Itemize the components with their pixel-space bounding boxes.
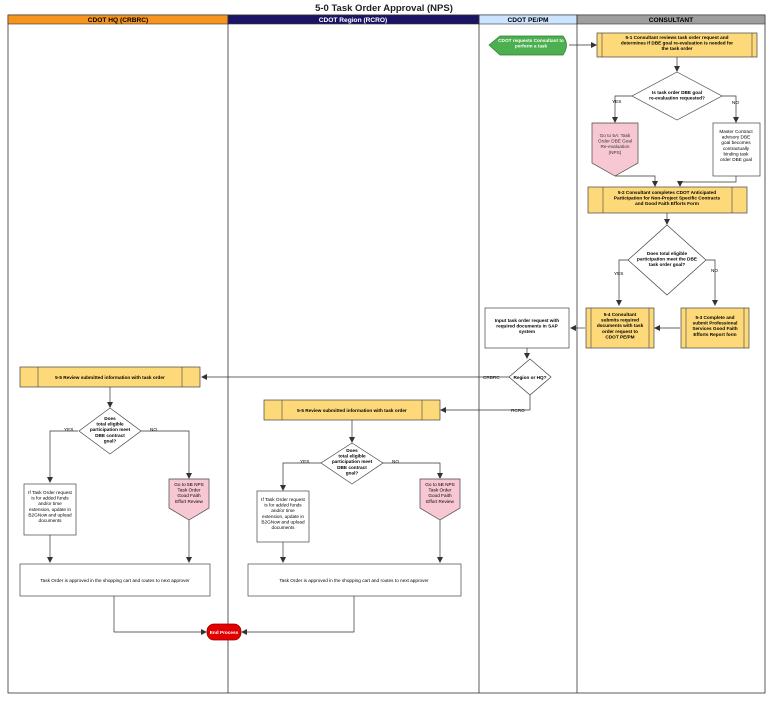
process-5-2[interactable]	[587, 186, 748, 214]
edge-label-d2-yes: YES	[614, 271, 623, 276]
region-review-process[interactable]	[263, 399, 441, 421]
decision-total-eligible[interactable]	[627, 224, 707, 296]
swimlanes: CDOT HQ (CRBRC) CDOT Region (RCRO) CDOT …	[7, 14, 766, 694]
edge-label-rcro: RCRO	[511, 408, 525, 413]
region-goto-5b-link[interactable]	[419, 478, 461, 521]
region-review-text: 5-5 Review submitted information with ta…	[297, 408, 407, 413]
edge-label-rg-yes: YES	[300, 459, 309, 464]
hq-decision[interactable]	[78, 407, 142, 455]
decision-region-or-hq[interactable]	[508, 358, 552, 396]
edge-label-rg-no: NO	[392, 459, 399, 464]
hq-goto-5b-link[interactable]	[168, 478, 210, 521]
process-5-3[interactable]	[680, 307, 750, 349]
process-5-4[interactable]	[585, 307, 655, 349]
goto-5a-link[interactable]	[591, 122, 639, 177]
process-5-1-text: 5-1 Consultant reviews task order reques…	[621, 35, 733, 51]
hq-review-process[interactable]	[19, 366, 201, 388]
end-node[interactable]	[206, 623, 242, 641]
connectors	[47, 42, 739, 635]
process-5-2-text: 5-2 Consultant completes CDOT Anticipate…	[614, 190, 721, 206]
region-approved-box	[247, 563, 462, 597]
lane-hq-label: CDOT HQ (CRBRC)	[88, 17, 148, 24]
start-node[interactable]	[488, 35, 567, 56]
hq-approved-text: Task Order is approved in the shopping c…	[40, 578, 190, 583]
lane-pepm-label: CDOT PE/PM	[507, 17, 549, 24]
edge-label-hq-no: NO	[150, 427, 157, 432]
decision-dbe-reeval[interactable]	[631, 71, 723, 121]
edge-label-d2-no: NO	[711, 268, 718, 273]
edge-label-hq-yes: YES	[64, 427, 73, 432]
master-contract-box	[712, 122, 761, 177]
lane-consultant-label: CONSULTANT	[649, 17, 693, 24]
edge-label-d1-yes: YES	[612, 99, 621, 104]
decision-region-or-hq-text: Region or HQ?	[513, 375, 546, 380]
process-5-1[interactable]	[596, 32, 758, 58]
edge-label-crbrc: CRBRC	[483, 375, 500, 380]
lane-region-label: CDOT Region (RCRO)	[319, 17, 388, 24]
page-title: 5-0 Task Order Approval (NPS)	[315, 3, 453, 14]
region-approved-text: Task Order is approved in the shopping c…	[279, 578, 429, 583]
input-sap-box[interactable]	[484, 307, 570, 349]
end-text: End Process	[210, 630, 239, 635]
hq-if-box	[23, 483, 77, 536]
edge-labels: YES NO YES NO CRBRC RCRO YES NO YES NO	[64, 99, 739, 464]
region-decision[interactable]	[320, 442, 384, 485]
edge-label-d1-no: NO	[732, 100, 739, 105]
hq-review-text: 5-5 Review submitted information with ta…	[55, 375, 165, 380]
hq-approved-box	[19, 563, 211, 597]
region-if-box	[256, 490, 310, 543]
